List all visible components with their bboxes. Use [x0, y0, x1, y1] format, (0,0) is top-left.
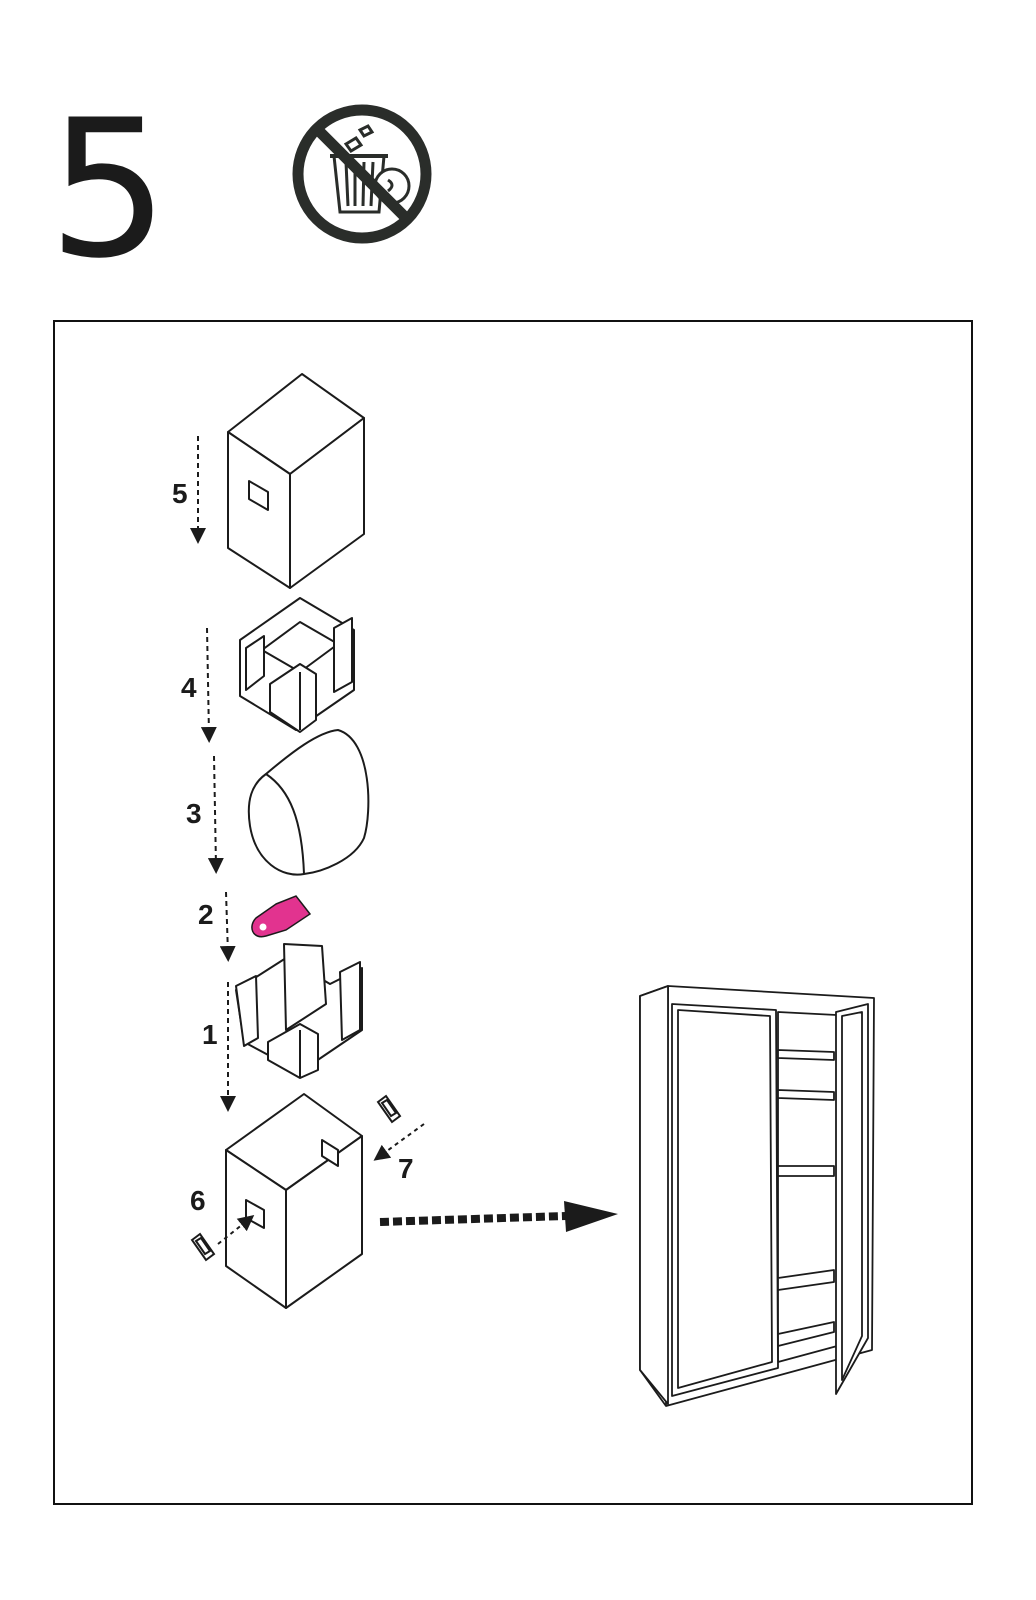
box-base	[226, 1094, 362, 1308]
label-1: 1	[202, 1019, 218, 1050]
handle-insert-6	[192, 1234, 214, 1260]
label-7: 7	[398, 1153, 414, 1184]
store-arrow-line	[380, 1216, 566, 1222]
box-cover	[228, 374, 364, 588]
arrow-7	[380, 1124, 424, 1156]
label-6: 6	[190, 1185, 206, 1216]
arrow-3	[214, 756, 216, 866]
foam-insert-top	[240, 598, 354, 732]
arrow-2	[226, 892, 228, 954]
store-arrow-head	[564, 1201, 618, 1232]
storage-cabinet	[640, 986, 874, 1406]
arrow-4	[207, 628, 209, 735]
key-tag	[252, 896, 310, 937]
label-4: 4	[181, 672, 197, 703]
handle-insert-7	[378, 1096, 400, 1122]
label-2: 2	[198, 899, 214, 930]
label-5: 5	[172, 478, 188, 509]
foam-insert-bottom	[236, 944, 362, 1078]
fabric-bag	[249, 730, 369, 875]
label-3: 3	[186, 798, 202, 829]
